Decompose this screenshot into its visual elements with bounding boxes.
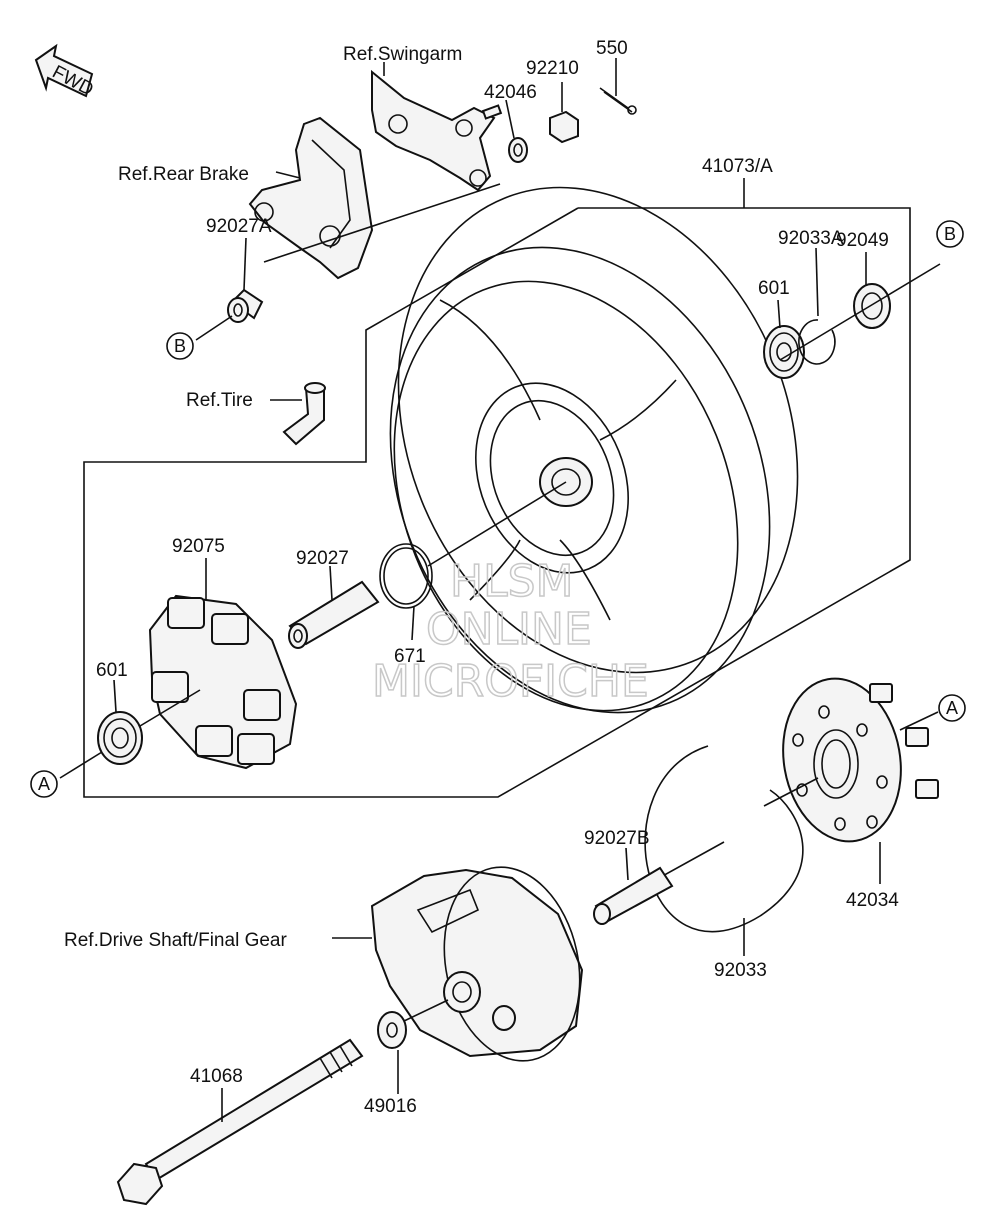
- cotter-pin-550: [599, 87, 633, 113]
- leader-42046: [505, 99, 515, 139]
- part-label-671: 671: [394, 646, 426, 667]
- watermark-line3: MICROFICHE: [372, 656, 649, 707]
- connector-a-right: A: [938, 694, 966, 722]
- connector-a-right-label: A: [946, 698, 958, 718]
- leader-601-left: [113, 679, 117, 713]
- axis-b-left: [195, 315, 233, 341]
- bearing-601-left: [97, 711, 143, 765]
- leader-92027b: [625, 847, 629, 881]
- ref-tire-label: Ref.Tire: [186, 390, 253, 411]
- connector-b-left-label: B: [174, 336, 186, 356]
- axis-case: [401, 999, 449, 1023]
- circlip-92033a: [798, 319, 836, 365]
- fwd-arrow-icon: FWD: [34, 43, 97, 101]
- oring-671: [379, 543, 433, 609]
- part-label-92075: 92075: [172, 536, 225, 557]
- part-label-601-left: 601: [96, 660, 128, 681]
- part-label-41073a: 41073/A: [702, 156, 773, 177]
- part-label-92033a: 92033A: [778, 228, 844, 249]
- swingarm-bracket: [371, 69, 503, 192]
- axis-brake-swingarm: [263, 183, 501, 263]
- part-label-92027: 92027: [296, 548, 349, 569]
- connector-b-left: B: [166, 332, 194, 360]
- connector-a-left-label: A: [38, 774, 50, 794]
- circlip-92033: [644, 745, 804, 933]
- axis-damper: [139, 689, 201, 727]
- axis-b-right: [779, 263, 941, 361]
- nut-92210: [549, 110, 579, 144]
- part-label-92027a: 92027A: [206, 216, 272, 237]
- rear-brake-bracket: [248, 116, 374, 280]
- rear-wheel: [389, 186, 799, 714]
- part-label-92049: 92049: [836, 230, 889, 251]
- connector-b-right: B: [936, 220, 964, 248]
- part-label-49016: 49016: [364, 1096, 417, 1117]
- connector-a-left: A: [30, 770, 58, 798]
- washer-49016: [377, 1011, 407, 1049]
- part-label-41068: 41068: [190, 1066, 243, 1087]
- collar-92027b: [593, 866, 674, 925]
- leader-92033a: [815, 247, 819, 317]
- leader-92027a: [243, 237, 247, 291]
- part-label-601-top: 601: [758, 278, 790, 299]
- leader-rear-brake: [275, 171, 301, 179]
- watermark-line2: ONLINE: [426, 604, 592, 655]
- axis-a-left: [59, 751, 103, 779]
- ref-drive-shaft-label: Ref.Drive Shaft/Final Gear: [64, 930, 287, 951]
- tire-valve: [282, 382, 326, 446]
- part-label-42034: 42034: [846, 890, 899, 911]
- part-label-550: 550: [596, 38, 628, 59]
- axle-41068: [116, 1038, 364, 1206]
- final-gear-case: [370, 866, 584, 1062]
- bearing-601-top: [763, 325, 805, 379]
- connector-b-right-label: B: [944, 224, 956, 244]
- ref-rear-brake-label: Ref.Rear Brake: [118, 164, 249, 185]
- ref-swingarm-label: Ref.Swingarm: [343, 44, 462, 65]
- washer-42046: [508, 137, 528, 163]
- assembly-outline: [83, 207, 911, 798]
- watermark-line1: HLSM: [450, 556, 574, 607]
- collar-92027a: [227, 288, 264, 323]
- axis-wheel: [427, 481, 567, 567]
- part-label-92210: 92210: [526, 58, 579, 79]
- part-label-92033: 92033: [714, 960, 767, 981]
- axis-flange: [763, 777, 819, 807]
- collar-92027: [288, 580, 380, 649]
- part-label-92027b: 92027B: [584, 828, 650, 849]
- leader-601-top: [777, 299, 781, 329]
- leader-671: [411, 605, 415, 641]
- axis-a-right: [899, 711, 939, 731]
- seal-92049: [853, 283, 891, 329]
- leader-92027: [329, 565, 333, 601]
- watermark: HLSM ONLINE MICROFICHE: [371, 555, 649, 708]
- part-label-42046: 42046: [484, 82, 537, 103]
- flange-42034: [782, 677, 939, 843]
- damper-92075: [148, 594, 298, 770]
